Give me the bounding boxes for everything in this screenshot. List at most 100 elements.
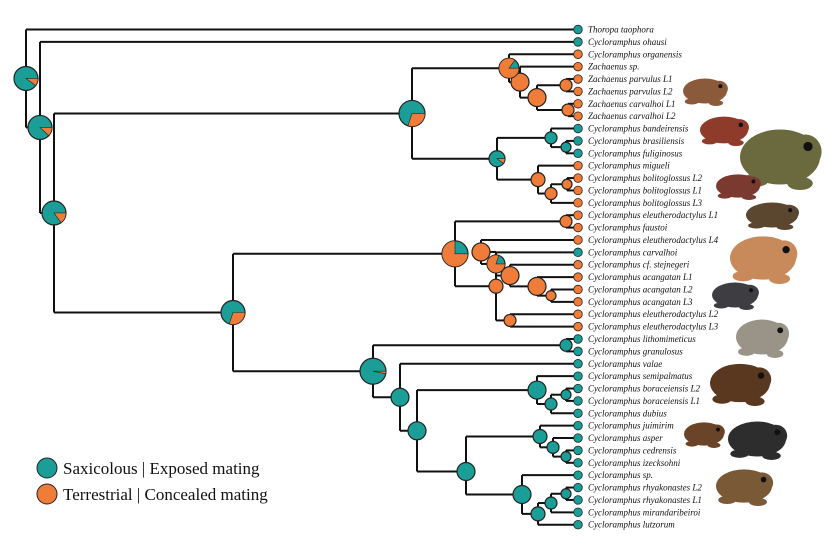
node-pie — [456, 461, 476, 482]
pie-base — [560, 451, 572, 463]
pie-base — [560, 141, 572, 153]
frog-leg — [728, 139, 744, 146]
pie-base — [456, 461, 476, 482]
pie-slice-terrestrial — [39, 127, 53, 137]
pie-slice-terrestrial — [496, 158, 506, 164]
tip-label: Cycloramphus valae — [588, 359, 662, 369]
node-pie — [41, 200, 67, 226]
frog-leg — [685, 441, 699, 447]
frog-photo-asper — [728, 421, 788, 460]
tip-label: Cycloramphus asper — [588, 433, 663, 443]
tip-marker — [573, 222, 583, 233]
tip-label: Cycloramphus semipalmatus — [588, 371, 693, 381]
frog-eye — [749, 288, 754, 293]
tip-label: Cycloramphus organensis — [588, 49, 682, 59]
node-pie — [500, 265, 520, 286]
pie-base — [527, 87, 547, 108]
frog-eye — [782, 246, 790, 254]
node-pie — [560, 389, 572, 401]
tip-marker — [573, 482, 583, 493]
frog-leg — [713, 302, 729, 309]
node-pie — [544, 186, 558, 201]
tip-label: Cycloramphus rhyakonastes L2 — [588, 483, 702, 493]
tip-marker — [573, 309, 583, 319]
frog-photo-stejnegeri — [730, 236, 798, 284]
pie-base — [544, 397, 558, 411]
tip-marker — [573, 445, 583, 456]
node-pie — [510, 72, 530, 92]
frog-photo-acangatan — [712, 282, 759, 310]
node-pie — [560, 451, 572, 463]
tree-branches — [25, 28, 578, 526]
node-pie — [544, 397, 558, 411]
frog-photo-bolitoglossus — [716, 174, 761, 200]
tip-label: Cycloramphus eleutherodactylus L1 — [588, 210, 718, 220]
frog-leg — [766, 349, 784, 358]
tip-marker — [573, 433, 583, 443]
frog-head — [750, 472, 774, 494]
node-pie — [527, 380, 547, 400]
tip-marker — [573, 49, 583, 59]
tip-marker — [573, 148, 583, 159]
node-pie — [488, 278, 504, 294]
pie-base — [527, 380, 547, 400]
node-pie — [530, 506, 546, 522]
legend: Saxicolous | Exposed mating Terrestrial … — [36, 457, 268, 505]
node-pie — [27, 114, 53, 141]
frog-eye — [757, 372, 765, 379]
node-pie — [561, 178, 573, 190]
frog-eye — [774, 429, 781, 436]
node-pie — [559, 78, 573, 92]
tip-marker — [573, 520, 583, 530]
frog-eye — [718, 84, 723, 89]
pie-base — [561, 178, 573, 190]
pie-base — [546, 440, 560, 454]
node-pie — [546, 440, 560, 454]
pie-base — [560, 389, 572, 401]
legend-terrestrial-marker — [36, 483, 58, 505]
pie-base — [471, 242, 491, 262]
frog-leg — [739, 304, 754, 310]
frog-leg — [708, 100, 724, 106]
node-pie — [527, 87, 547, 108]
tip-marker — [573, 495, 583, 505]
tip-marker — [573, 260, 583, 270]
node-pie — [560, 488, 572, 500]
frog-photo-juimirim — [684, 422, 725, 449]
frog-eye — [788, 208, 793, 213]
tip-marker — [573, 99, 583, 109]
pie-base — [544, 131, 558, 145]
node-pie — [498, 57, 520, 79]
pie-base — [500, 265, 520, 286]
frog-head — [747, 367, 772, 392]
frog-leg — [701, 138, 718, 145]
frog-leg — [732, 271, 754, 282]
tip-label: Cycloramphus acangatan L3 — [588, 297, 693, 307]
pie-base — [544, 186, 558, 201]
frog-photo-eleutherodactylus — [746, 202, 800, 230]
node-pie — [559, 214, 573, 228]
pie-slice-terrestrial — [407, 113, 426, 127]
tip-marker — [573, 61, 583, 72]
tip-label: Zachaenus carvalhoi L2 — [588, 111, 676, 121]
tip-label: Zachaenus parvulus L1 — [588, 74, 673, 84]
frog-leg — [787, 176, 813, 190]
tip-label: Cycloramphus cedrensis — [588, 445, 677, 455]
frog-head — [770, 240, 798, 268]
node-pie — [220, 299, 246, 326]
frog-leg — [717, 193, 732, 199]
node-pie — [544, 131, 558, 145]
frog-head — [743, 176, 761, 192]
frog-head — [729, 119, 749, 136]
frog-head — [789, 134, 822, 169]
tip-marker — [573, 74, 583, 84]
frog-leg — [776, 224, 794, 230]
frog-photo-semipalmatus — [710, 363, 772, 406]
pie-base — [510, 72, 530, 92]
frog-leg — [718, 496, 737, 504]
frog-head — [708, 424, 725, 440]
pie-slice-terrestrial — [372, 370, 387, 375]
pie-slice-terrestrial — [486, 254, 506, 274]
tip-label: Cycloramphus juimirim — [588, 421, 674, 431]
tip-marker — [573, 185, 583, 196]
